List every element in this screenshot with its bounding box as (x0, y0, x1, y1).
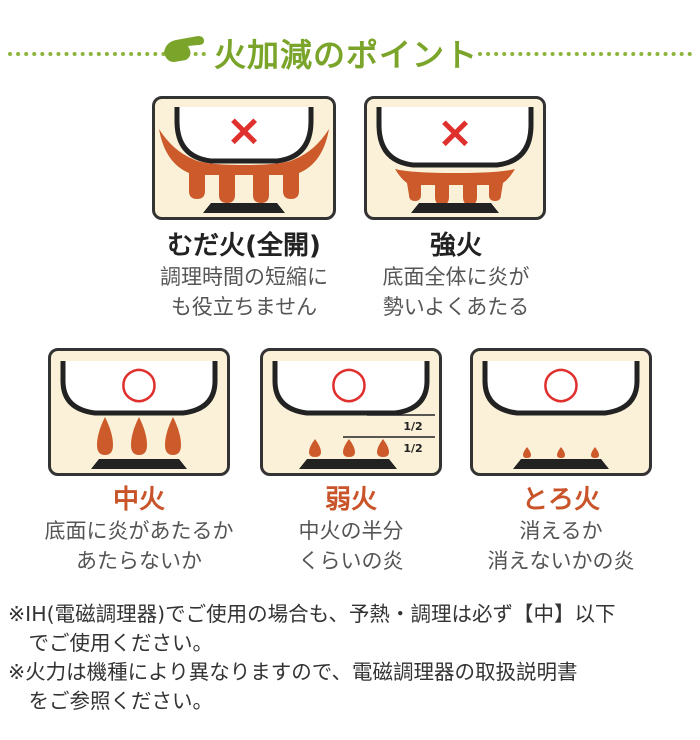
label-medium: 中火 底面に炎があたるか あたらないか (24, 484, 254, 576)
card-desc-line2: 勢いよくあたる (382, 295, 530, 319)
pan-diagram-medium: ○ (60, 357, 218, 469)
pan-diagram-strong: × (376, 107, 534, 213)
card-desc-line2: も役立ちません (170, 295, 318, 319)
card-title: 弱火 (324, 485, 377, 515)
circle-mark: ○ (330, 357, 368, 408)
pan-diagram-simmer: ○ (482, 357, 640, 469)
label-strong: 強火 底面全体に炎が 勢いよくあたる (346, 230, 566, 322)
note-line: ※IH(電磁調理器)でご使用の場合も、予熱・調理は必ず【中】以下 (8, 602, 616, 626)
card-title: 中火 (112, 485, 165, 515)
dotted-rule-right (478, 52, 692, 56)
label-simmer: とろ火 消えるか 消えないかの炎 (446, 484, 676, 576)
circle-mark: ○ (542, 357, 580, 408)
pan-diagram-low: 1/2 1/2 ○ (272, 357, 435, 469)
circle-mark: ○ (120, 357, 158, 408)
card-medium-flame: ○ (48, 348, 230, 476)
half-label-upper: 1/2 (403, 420, 422, 433)
card-simmer-flame: ○ (470, 348, 652, 476)
header-title: 火加減のポイント (214, 36, 479, 74)
dotted-rule-left (8, 52, 206, 56)
card-title: とろ火 (521, 485, 600, 515)
label-wasteful: むだ火(全開) 調理時間の短縮に も役立ちません (134, 230, 354, 322)
card-wasteful-flame: × (152, 96, 336, 220)
card-desc-line2: 消えないかの炎 (487, 549, 635, 573)
pan-diagram-wasteful: × (159, 105, 329, 213)
label-low: 弱火 中火の半分 くらいの炎 (236, 484, 466, 576)
card-title: 強火 (429, 231, 482, 261)
card-desc-line1: 消えるか (519, 519, 603, 543)
card-desc-line1: 底面に炎があたるか (44, 519, 234, 543)
card-desc-line1: 中火の半分 (298, 519, 404, 543)
notes: ※IH(電磁調理器)でご使用の場合も、予熱・調理は必ず【中】以下 でご使用くださ… (8, 600, 698, 716)
card-strong-flame: × (364, 96, 546, 220)
pointing-hand-icon (164, 36, 204, 62)
card-desc-line1: 調理時間の短縮に (160, 265, 328, 289)
half-label-lower: 1/2 (403, 442, 422, 455)
card-low-flame: 1/2 1/2 ○ (260, 348, 442, 476)
card-title: むだ火(全開) (167, 231, 321, 261)
note-line: でご使用ください。 (8, 631, 213, 655)
note-line: をご参照ください。 (8, 689, 213, 713)
cross-mark: × (437, 107, 474, 158)
section-header: 火加減のポイント (0, 28, 700, 78)
card-desc-line2: あたらないか (76, 549, 202, 573)
cross-mark: × (226, 105, 263, 156)
note-line: ※火力は機種により異なりますので、電磁調理器の取扱説明書 (8, 660, 578, 684)
card-desc-line1: 底面全体に炎が (382, 265, 530, 289)
card-desc-line2: くらいの炎 (298, 549, 404, 573)
